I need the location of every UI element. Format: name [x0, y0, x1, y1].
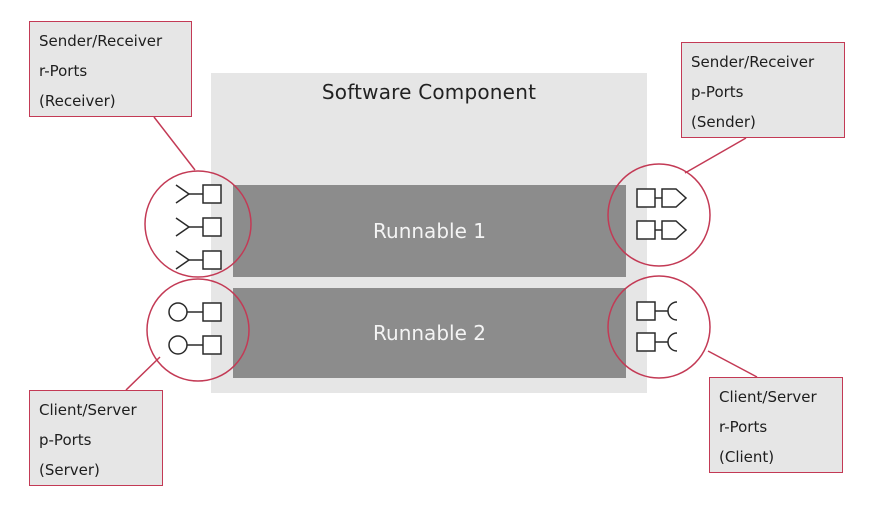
callout-line: (Client) [719, 448, 775, 466]
callout-line: (Receiver) [39, 92, 116, 110]
connector-cs-server [125, 356, 161, 391]
sender-port-icon [636, 220, 688, 240]
highlight-circle-cs-client [607, 275, 711, 379]
highlight-circle-sr-receiver [144, 170, 252, 278]
callout-line: (Server) [39, 461, 100, 479]
callout-line: r-Ports [719, 418, 768, 436]
runnable-2-box: Runnable 2 [233, 288, 626, 378]
callout-line: Client/Server [719, 388, 817, 406]
receiver-port-icon [175, 184, 222, 204]
receiver-port-icon [175, 250, 222, 270]
sender-port-icon [636, 188, 688, 208]
client-port-icon [636, 332, 678, 352]
callout-line: Client/Server [39, 401, 137, 419]
callout-line: Sender/Receiver [39, 32, 163, 50]
software-component-title: Software Component [321, 80, 537, 104]
callout-line: (Sender) [691, 113, 756, 131]
connector-sr-sender [684, 137, 747, 174]
callout-line: p-Ports [691, 83, 744, 101]
highlight-circle-cs-server [146, 278, 250, 382]
runnable-2-label: Runnable 2 [373, 321, 486, 345]
runnable-1-label: Runnable 1 [373, 219, 486, 243]
connector-sr-receiver [153, 116, 196, 171]
server-port-icon [168, 302, 222, 322]
server-port-icon [168, 335, 222, 355]
client-port-icon [636, 301, 678, 321]
callout-line: r-Ports [39, 62, 88, 80]
callout-sender-receiver-p-ports: Sender/Receiver p-Ports (Sender) [681, 42, 845, 138]
receiver-port-icon [175, 217, 222, 237]
highlight-circle-sr-sender [607, 163, 711, 267]
callout-client-server-r-ports: Client/Server r-Ports (Client) [709, 377, 843, 473]
callout-sender-receiver-r-ports: Sender/Receiver r-Ports (Receiver) [29, 21, 192, 117]
callout-line: p-Ports [39, 431, 92, 449]
connector-cs-client [707, 350, 758, 378]
callout-client-server-p-ports: Client/Server p-Ports (Server) [29, 390, 163, 486]
runnable-1-box: Runnable 1 [233, 185, 626, 277]
callout-line: Sender/Receiver [691, 53, 815, 71]
